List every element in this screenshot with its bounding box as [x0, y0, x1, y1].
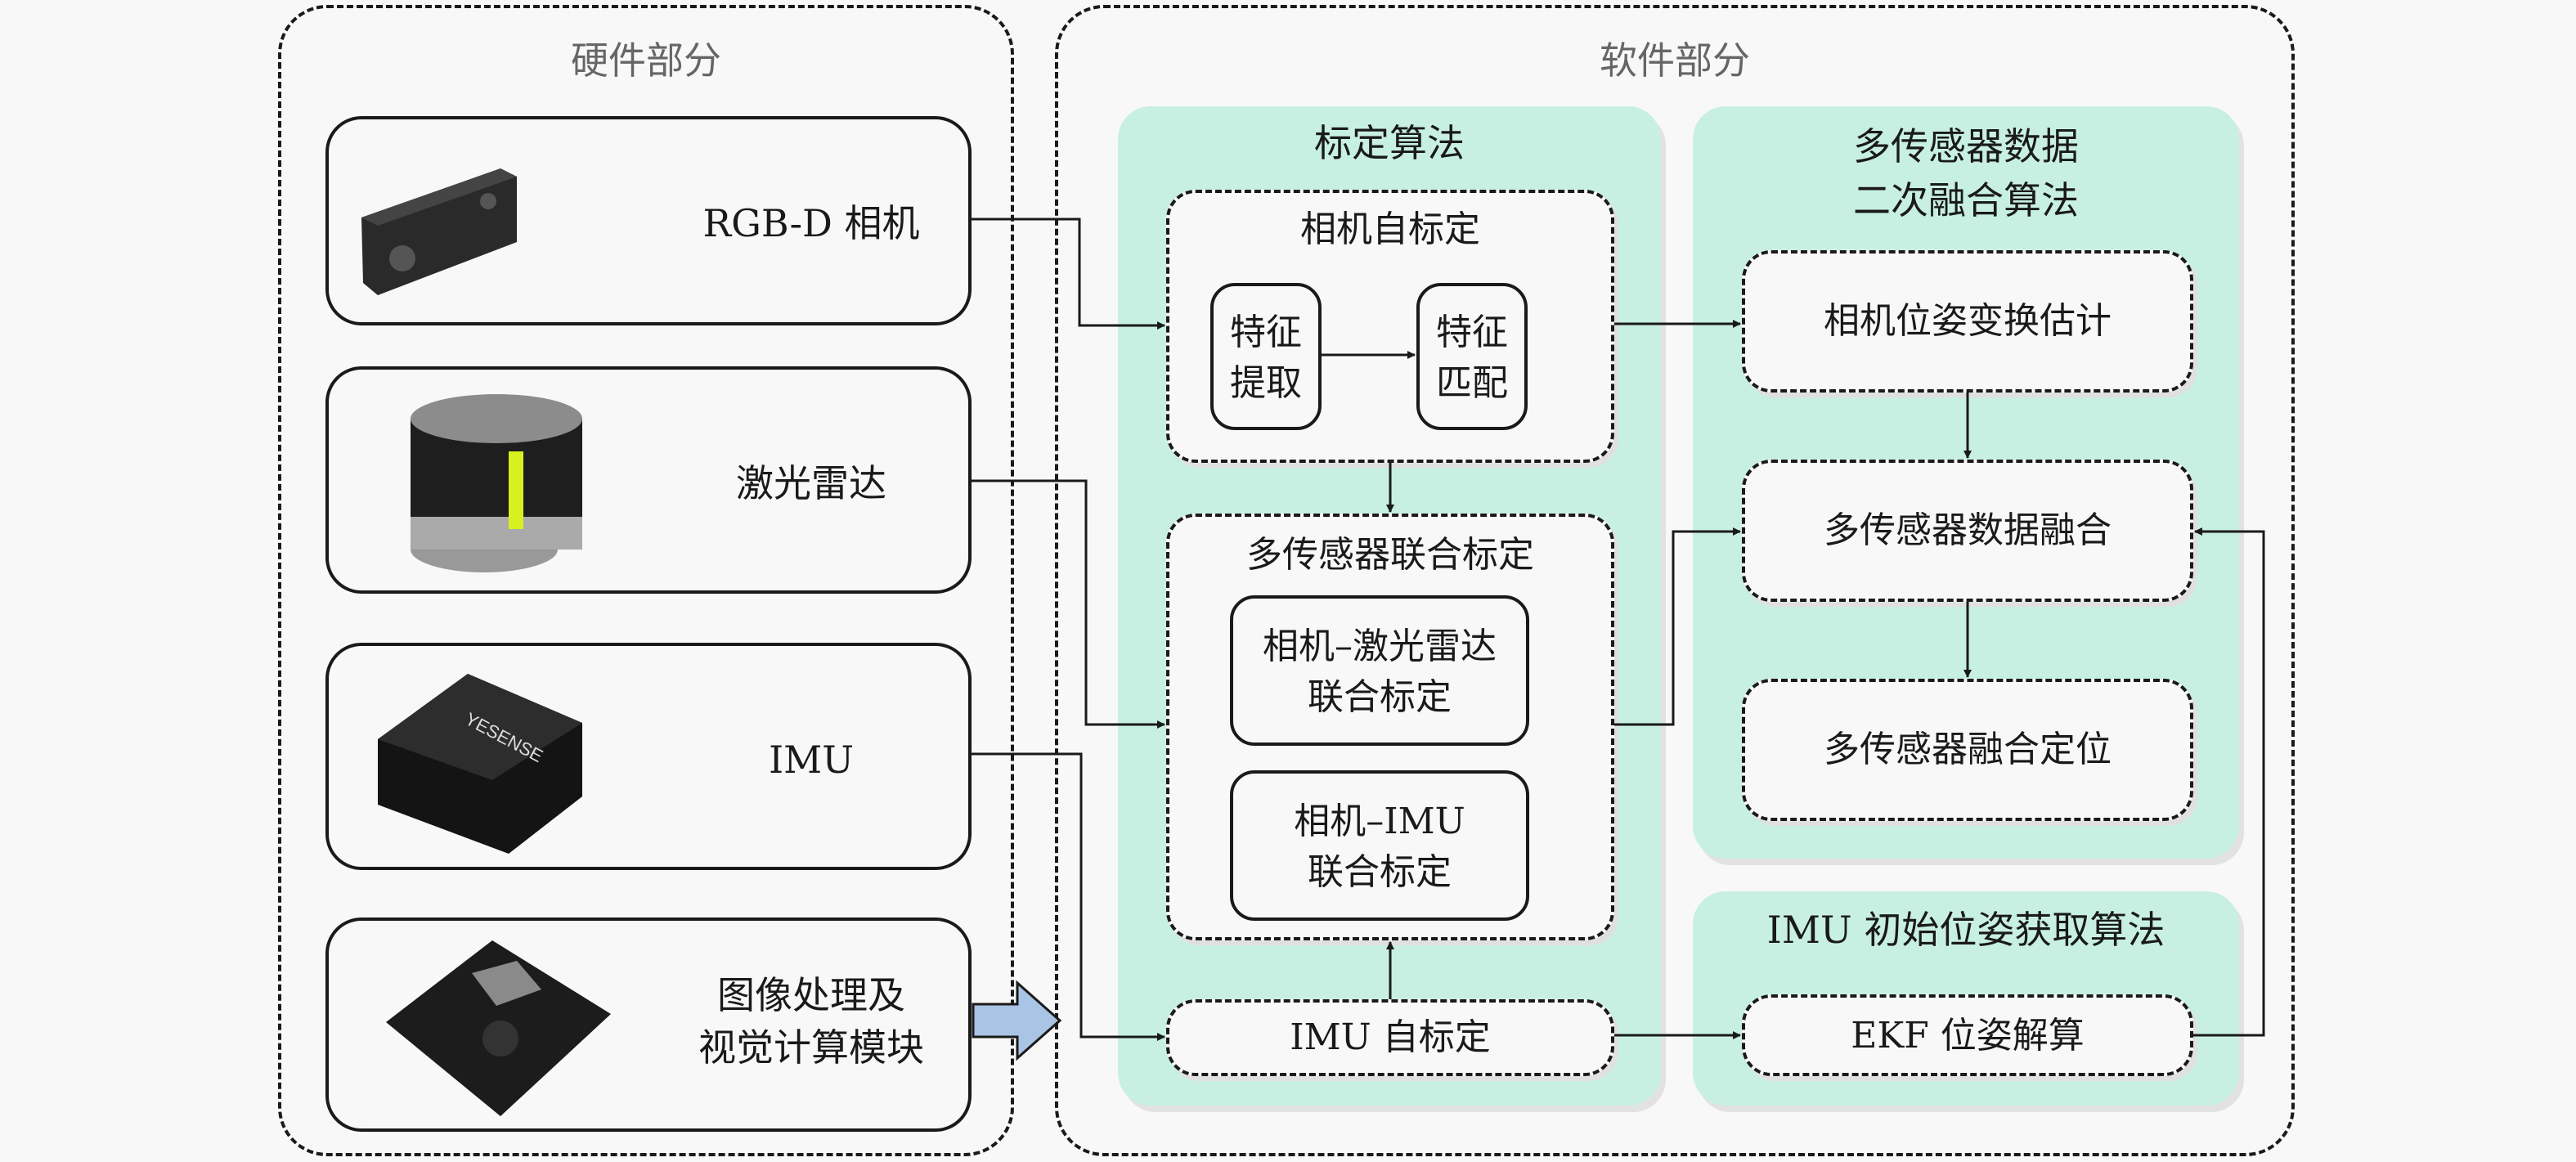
device-label-lidar: 激光雷达 [736, 461, 886, 505]
camera-lidar-line1: 相机–激光雷达 [1263, 626, 1497, 667]
device-label-compute-line2: 视觉计算模块 [698, 1025, 924, 1070]
compute-board-icon [386, 940, 611, 1116]
camera-imu-line2: 联合标定 [1308, 851, 1452, 893]
fusion-localization-box: 多传感器融合定位 [1742, 679, 2193, 821]
camera-pose-estimation-label: 相机位姿变换估计 [1824, 300, 2112, 342]
imu-init-title: IMU 初始位姿获取算法 [1766, 908, 2165, 952]
device-label-rgbd: RGB-D 相机 [702, 201, 920, 245]
camera-self-calibration-title: 相机自标定 [1300, 209, 1480, 250]
calibration-title: 标定算法 [1314, 121, 1465, 165]
multi-sensor-data-fusion-label: 多传感器数据融合 [1824, 509, 2112, 551]
feature-matching-box: 特征 匹配 [1416, 283, 1528, 430]
camera-imu-line1: 相机–IMU [1294, 801, 1465, 842]
fusion-title-line2: 二次融合算法 [1853, 178, 2079, 222]
hardware-group: 硬件部分 [278, 5, 1014, 1156]
arrow-ekf-to-fusion [2193, 527, 2265, 1037]
arrow-lidar-to-joint-calib [972, 479, 1165, 729]
hardware-title: 硬件部分 [571, 38, 721, 83]
imu-icon: YESENSE [378, 674, 582, 854]
multi-sensor-data-fusion-box: 多传感器数据融合 [1742, 460, 2193, 602]
multi-sensor-joint-calibration-title: 多传感器联合标定 [1246, 534, 1534, 576]
imu-self-calibration-box: IMU 自标定 [1166, 999, 1614, 1076]
device-label-imu: IMU [768, 738, 855, 782]
camera-lidar-line2: 联合标定 [1308, 676, 1452, 718]
camera-lidar-calibration-box: 相机–激光雷达 联合标定 [1230, 595, 1529, 746]
fusion-title-line1: 多传感器数据 [1853, 124, 2079, 168]
fusion-localization-label: 多传感器融合定位 [1824, 729, 2112, 770]
device-card-rgbd-camera: RGB-D 相机 [325, 116, 972, 325]
arrow-joint-to-fusion [1614, 527, 1741, 726]
arrow-imu-to-imu-self-calib [972, 752, 1165, 1041]
software-group: 软件部分 [1055, 5, 2295, 1156]
ekf-pose-solver-box: EKF 位姿解算 [1742, 994, 2193, 1076]
device-card-lidar: 激光雷达 [325, 366, 972, 594]
feature-matching-line2: 匹配 [1436, 362, 1508, 404]
feature-extraction-box: 特征 提取 [1210, 283, 1322, 430]
device-card-compute-module: 图像处理及 视觉计算模块 [325, 917, 972, 1132]
device-label-compute-line1: 图像处理及 [717, 973, 905, 1017]
arrow-camera-to-self-calib [972, 218, 1165, 330]
feature-extraction-line2: 提取 [1230, 362, 1302, 404]
feature-extraction-line1: 特征 [1230, 312, 1302, 353]
rgbd-camera-icon [361, 168, 517, 295]
ekf-pose-solver-label: EKF 位姿解算 [1851, 1015, 2085, 1057]
camera-pose-estimation-box: 相机位姿变换估计 [1742, 250, 2193, 393]
lidar-icon [411, 394, 582, 572]
software-title: 软件部分 [1600, 38, 1750, 83]
device-card-imu: YESENSE IMU [325, 643, 972, 870]
imu-self-calibration-label: IMU 自标定 [1290, 1016, 1491, 1058]
compute-module-block-arrow [972, 980, 1062, 1061]
camera-imu-calibration-box: 相机–IMU 联合标定 [1230, 770, 1529, 921]
feature-matching-line1: 特征 [1436, 312, 1508, 353]
